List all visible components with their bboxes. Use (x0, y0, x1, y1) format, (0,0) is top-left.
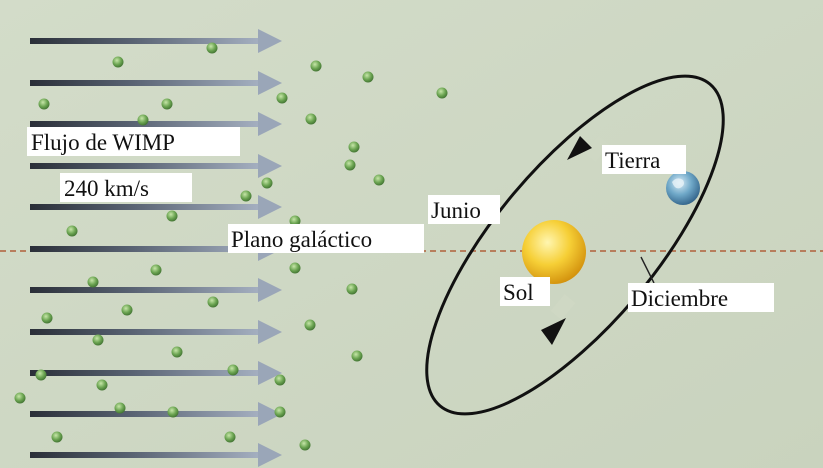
wimp-particle (346, 283, 358, 295)
sun-icon (522, 220, 586, 284)
wimp-particle (161, 98, 173, 110)
orbit-gap-top (584, 136, 610, 162)
wimp-particle (206, 42, 218, 54)
wimp-particle (14, 392, 26, 404)
wimp-particle (276, 92, 288, 104)
wimp-particle (167, 406, 179, 418)
wimp-particle (261, 177, 273, 189)
label-bg-june (428, 195, 500, 224)
label-bg-galactic-plane (228, 224, 424, 253)
flux-arrow (30, 195, 282, 219)
label-bg-earth (602, 145, 686, 174)
wimp-particle (274, 374, 286, 386)
wimp-particle (35, 369, 47, 381)
wimp-particle (207, 296, 219, 308)
wimp-particle (227, 364, 239, 376)
wimp-particle (51, 431, 63, 443)
label-december: Diciembre (631, 286, 728, 311)
label-bg-wimp-flux (27, 127, 240, 156)
label-speed: 240 km/s (64, 176, 149, 201)
orbit-arrow-top (567, 136, 592, 160)
wimp-particle (362, 71, 374, 83)
wimp-particle (436, 87, 448, 99)
label-bg-speed (60, 173, 192, 202)
label-wimp-flux: Flujo de WIMP (31, 130, 175, 155)
wimp-particle (38, 98, 50, 110)
orbit-arrow-bottom (541, 318, 566, 345)
wimp-particle (240, 190, 252, 202)
wimp-particle (304, 319, 316, 331)
label-sun: Sol (503, 280, 534, 305)
label-bg-sun (500, 277, 550, 306)
earth-cloud (672, 178, 684, 189)
wimp-particle (96, 379, 108, 391)
wimp-particle (289, 215, 301, 227)
orbit-gap-bottom (550, 294, 576, 320)
wimp-particle (373, 174, 385, 186)
wimp-particle (112, 56, 124, 68)
flux-arrow (30, 154, 282, 178)
wimp-particle (137, 114, 149, 126)
flux-arrow (30, 361, 282, 385)
wimp-particle (166, 210, 178, 222)
wimp-particle (351, 350, 363, 362)
flux-arrow (30, 29, 282, 53)
flux-arrow (30, 443, 282, 467)
wimp-particle (224, 431, 236, 443)
wimp-particle (299, 439, 311, 451)
wimp-particle (171, 346, 183, 358)
label-june: Junio (431, 198, 481, 223)
wimp-particle (92, 334, 104, 346)
wimp-particle (274, 406, 286, 418)
wimp-particle (114, 402, 126, 414)
flux-arrow (30, 71, 282, 95)
wimp-particle (87, 276, 99, 288)
flux-arrow (30, 402, 282, 426)
wimp-particle (41, 312, 53, 324)
wimp-particle (310, 60, 322, 72)
label-galactic-plane: Plano galáctico (231, 227, 372, 252)
wimp-particle (289, 262, 301, 274)
flux-arrow (30, 278, 282, 302)
wimp-particles (14, 42, 448, 451)
wimp-particle (150, 264, 162, 276)
december-pointer (640, 256, 655, 284)
wimp-particle (121, 304, 133, 316)
flux-arrow (30, 320, 282, 344)
label-earth: Tierra (605, 148, 660, 173)
label-bg-december (628, 283, 774, 312)
wimp-particle (348, 141, 360, 153)
earth-icon (666, 171, 700, 205)
wimp-particle (66, 225, 78, 237)
wimp-particle (344, 159, 356, 171)
wimp-particle (305, 113, 317, 125)
